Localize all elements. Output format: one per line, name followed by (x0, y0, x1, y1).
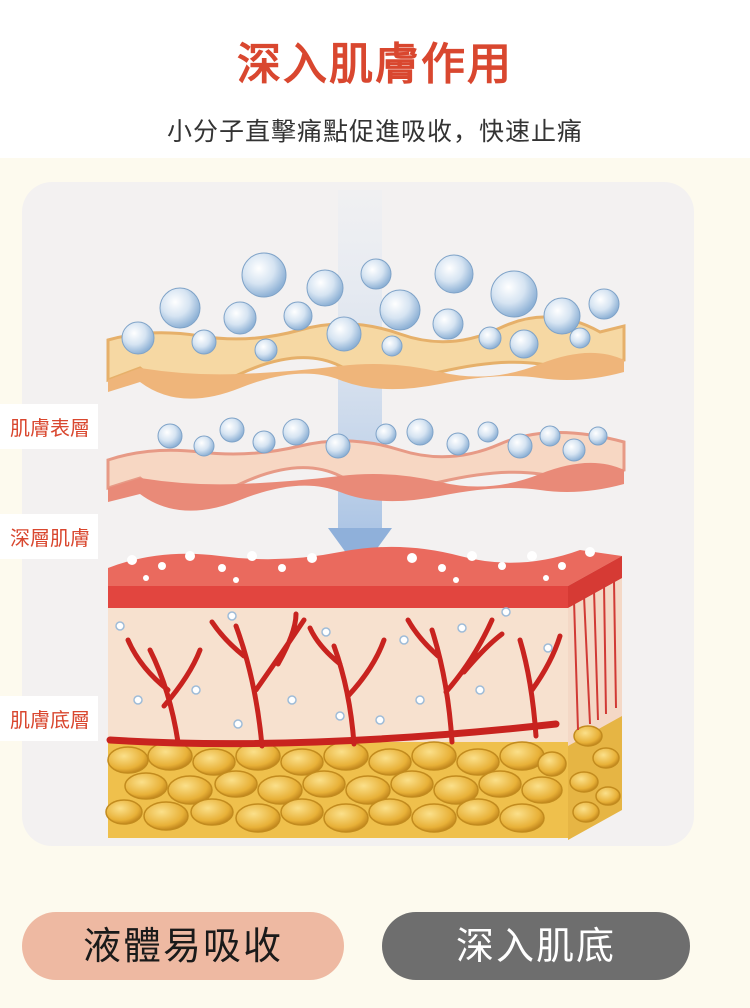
top-skin-layer (106, 315, 626, 399)
absorb-button[interactable]: 液體易吸收 (22, 912, 344, 980)
label-skin-surface: 肌膚表層 (0, 404, 98, 449)
page-title: 深入肌膚作用 (237, 39, 513, 90)
deep-penetration-button[interactable]: 深入肌底 (382, 912, 690, 980)
middle-skin-layer (106, 431, 626, 511)
page-subtitle: 小分子直擊痛點促進吸收，快速止痛 (166, 117, 583, 146)
label-deep-skin: 深層肌膚 (0, 514, 98, 559)
skin-block (105, 546, 622, 840)
label-skin-base: 肌膚底層 (0, 696, 98, 741)
